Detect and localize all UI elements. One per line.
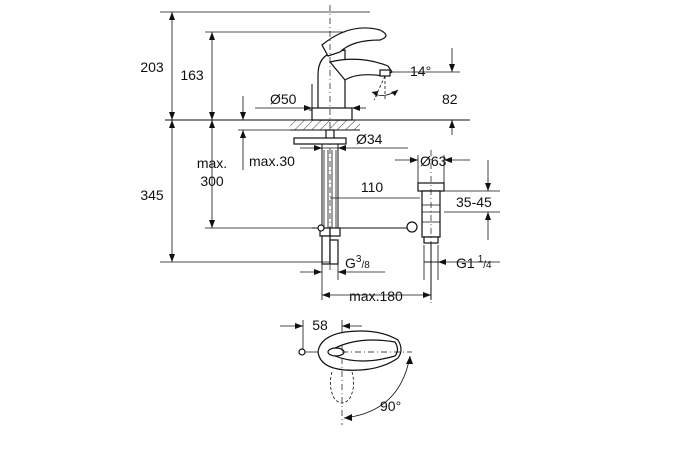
dim-max-label: max. bbox=[197, 155, 227, 171]
drain-assembly bbox=[417, 150, 445, 305]
dim-300: 300 bbox=[200, 173, 224, 189]
dim-max30: max.30 bbox=[249, 153, 295, 169]
supply-hoses bbox=[293, 129, 418, 265]
dim-203: 203 bbox=[140, 59, 164, 75]
dim-max180: max.180 bbox=[349, 288, 403, 304]
dim-345: 345 bbox=[140, 187, 164, 203]
dim-diameter-63: Ø63 bbox=[420, 153, 447, 169]
right-dimension-lines bbox=[300, 48, 500, 300]
faucet-side-view bbox=[309, 5, 399, 270]
left-dimension-lines bbox=[160, 11, 420, 263]
dim-angle-90: 90° bbox=[380, 398, 401, 414]
dim-82: 82 bbox=[442, 91, 458, 107]
dim-g38: G3/8 bbox=[345, 254, 370, 271]
dim-diameter-34: Ø34 bbox=[356, 131, 383, 147]
dim-58: 58 bbox=[312, 317, 328, 333]
dim-35-45: 35-45 bbox=[456, 194, 492, 210]
dim-110: 110 bbox=[361, 179, 384, 195]
dim-diameter-50: Ø50 bbox=[270, 91, 297, 107]
faucet-top-view bbox=[280, 320, 413, 425]
dim-angle-14: 14° bbox=[410, 63, 431, 79]
dim-163: 163 bbox=[180, 67, 204, 83]
